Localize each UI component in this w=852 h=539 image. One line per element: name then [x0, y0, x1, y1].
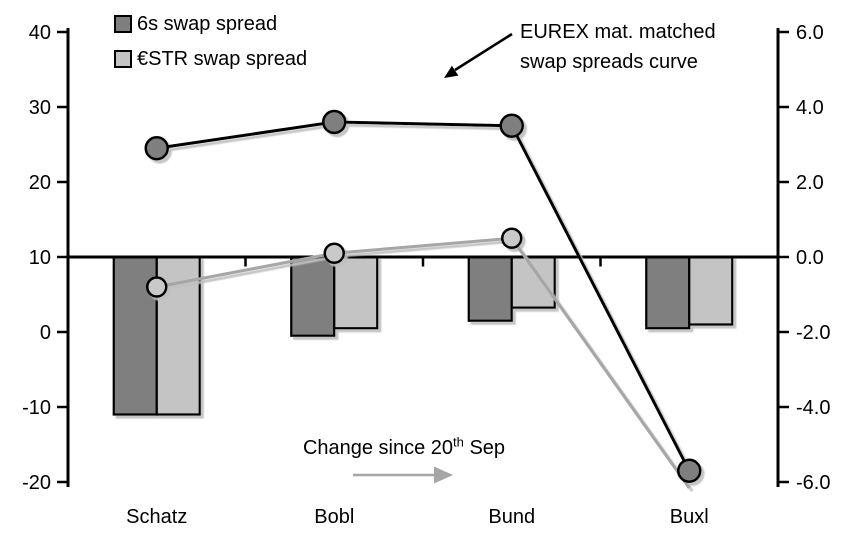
right-axis-label-6.0: 6.0 — [796, 22, 824, 44]
right-axis-label-2.0: 2.0 — [796, 172, 824, 194]
change-since-suffix: Sep — [463, 437, 506, 459]
legend-item-estr: €STR swap spread — [114, 48, 308, 70]
curve-annotation-line1: EUREX mat. matched — [520, 21, 716, 43]
bars-group — [112, 255, 734, 416]
left-axis-label-30: 30 — [29, 97, 51, 119]
bar--str-swap-spread-change-bund — [510, 255, 556, 309]
left-axis-label-40: 40 — [29, 22, 51, 44]
category-label-buxl: Buxl — [670, 506, 709, 528]
change-since-prefix: Change since 20 — [302, 437, 454, 459]
bar-6s-swap-spread-change-bund — [467, 255, 513, 322]
curve-annotation-arrowhead-icon — [444, 65, 459, 78]
legend-label-6s: 6s swap spread — [137, 13, 278, 35]
bar-6s-swap-spread-change-buxl — [645, 255, 691, 330]
left-axis-label-0: 0 — [40, 322, 51, 344]
right-axis-label-4.0: 4.0 — [796, 97, 824, 119]
bar--str-swap-spread-change-buxl — [688, 255, 734, 326]
curve-annotation-arrow-icon — [454, 32, 513, 72]
right-axis-label--2.0: -2.0 — [796, 322, 830, 344]
right-axis-label--4.0: -4.0 — [796, 397, 830, 419]
marker--str-mat-matched-swap-spreads-curve-schatz — [146, 276, 168, 298]
curve-annotation-line2: swap spreads curve — [520, 51, 698, 73]
curve-annotation: EUREX mat. matched swap spreads curve — [520, 17, 716, 77]
line-6s-mat-matched-swap-spreads-curve — [156, 120, 691, 472]
left-axis-label-10: 10 — [29, 247, 51, 269]
category-label-bobl: Bobl — [314, 506, 354, 528]
change-since-arrowhead-icon — [434, 466, 453, 484]
category-label-schatz: Schatz — [126, 506, 187, 528]
right-axis-label--6.0: -6.0 — [796, 472, 830, 494]
left-axis-label--20: -20 — [22, 472, 51, 494]
marker-6s-mat-matched-swap-spreads-curve-bund — [499, 113, 524, 138]
marker-6s-mat-matched-swap-spreads-curve-bobl — [322, 109, 347, 135]
right-axis-label-0.0: 0.0 — [796, 247, 824, 269]
marker-6s-mat-matched-swap-spreads-curve-buxl — [677, 458, 702, 483]
category-label-bund: Bund — [488, 506, 535, 528]
legend-swatch-6s-icon — [114, 15, 132, 33]
legend-item-6s: 6s swap spread — [114, 13, 307, 35]
bar--str-swap-spread-change-bobl — [333, 255, 379, 330]
line--str-mat-matched-swap-spreads-curve — [156, 236, 691, 489]
marker-6s-mat-matched-swap-spreads-curve-schatz — [144, 136, 169, 161]
legend-swatch-estr-icon — [114, 50, 132, 68]
left-axis-label--10: -10 — [22, 397, 51, 419]
marker--str-mat-matched-swap-spreads-curve-bobl — [323, 242, 345, 264]
bar-6s-swap-spread-change-bobl — [290, 255, 336, 337]
marker--str-mat-matched-swap-spreads-curve-bund — [501, 227, 523, 249]
left-axis-label-20: 20 — [29, 172, 51, 194]
change-since-ordinal: th — [453, 434, 464, 450]
lines-group — [144, 109, 702, 489]
legend: 6s swap spread €STR swap spread — [114, 13, 308, 85]
legend-label-estr: €STR swap spread — [137, 48, 308, 70]
change-since-annotation: Change since 20th Sep — [268, 434, 540, 460]
